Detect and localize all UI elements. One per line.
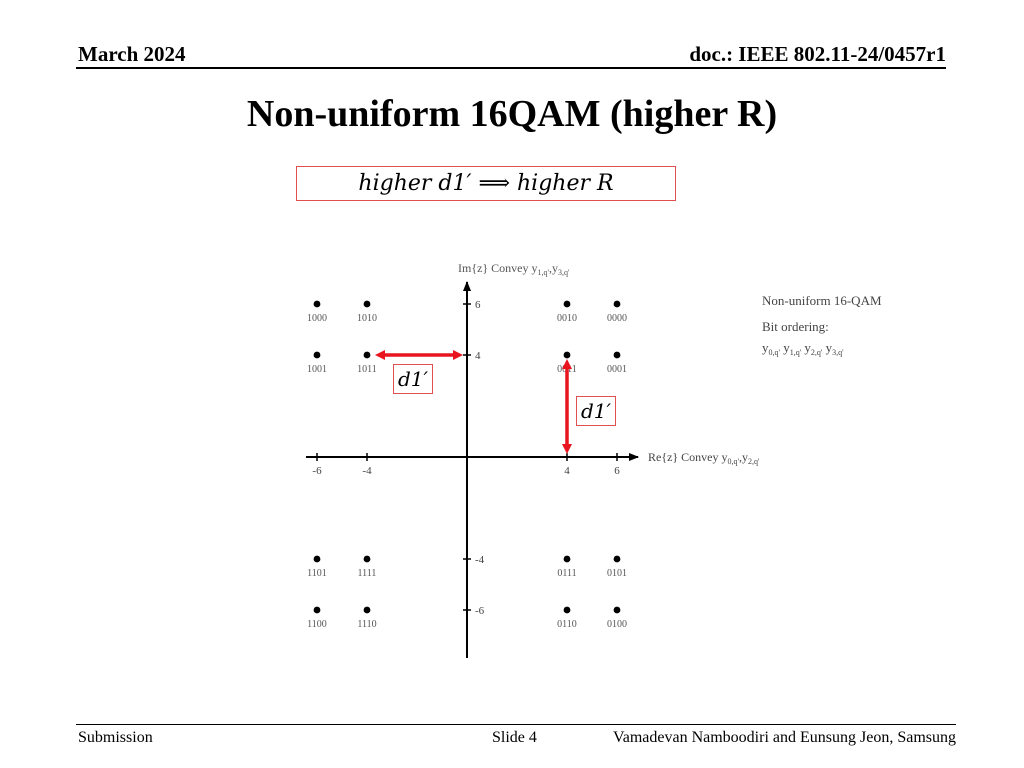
- constellation-point: [313, 606, 321, 614]
- constellation-point: [563, 351, 571, 359]
- constellation-point-label: 1111: [358, 568, 377, 579]
- constellation-point: [363, 555, 371, 563]
- constellation-point-label: 1101: [307, 568, 327, 579]
- y-tick-label: -4: [475, 554, 485, 566]
- d1-label-vertical: d1′: [576, 396, 617, 426]
- constellation-point: [363, 351, 371, 359]
- constellation-point-label: 1100: [307, 619, 327, 630]
- im-axis-label: Im{z} Convey y1,q',y3,q': [458, 261, 570, 277]
- constellation-point: [613, 300, 621, 308]
- constellation-point-label: 0101: [607, 568, 627, 579]
- constellation-point: [613, 606, 621, 614]
- constellation-point: [613, 555, 621, 563]
- constellation-point: [313, 351, 321, 359]
- re-axis-label: Re{z} Convey y0,q',y2,q': [648, 450, 760, 466]
- formula-text: higher d1′ ⟹ higher R: [358, 171, 614, 196]
- x-tick-label: -6: [312, 465, 322, 477]
- d1-label-text: d1′: [581, 399, 612, 423]
- x-tick-label: 4: [564, 465, 570, 477]
- constellation-point: [363, 300, 371, 308]
- constellation-point-label: 1110: [357, 619, 376, 630]
- formula-box: higher d1′ ⟹ higher R: [296, 166, 676, 201]
- footer-submission: Submission: [78, 729, 153, 746]
- constellation-point-label: 1000: [307, 313, 327, 324]
- constellation-point-label: 0111: [557, 568, 576, 579]
- d1-label-horizontal: d1′: [393, 364, 434, 394]
- constellation-point: [563, 300, 571, 308]
- constellation-point-label: 0110: [557, 619, 577, 630]
- legend-bits: y0,q' y1,q' y2,q' y3,q': [762, 340, 844, 357]
- constellation-point: [363, 606, 371, 614]
- constellation-point-label: 0001: [607, 364, 627, 375]
- y-tick-label: 6: [475, 299, 481, 311]
- footer-rule: [76, 724, 956, 725]
- header-rule: [76, 67, 946, 69]
- constellation-point-label: 0100: [607, 619, 627, 630]
- constellation-point: [313, 300, 321, 308]
- legend-title: Non-uniform 16-QAM: [762, 293, 882, 308]
- x-tick-label: 6: [614, 465, 620, 477]
- constellation-point-label: 0000: [607, 313, 627, 324]
- constellation-point-label: 1001: [307, 364, 327, 375]
- constellation-point-label: 1011: [357, 364, 377, 375]
- axis-ticks: -6 -4 4 6 6 4 -4 -6: [312, 299, 620, 617]
- header-doc-id: doc.: IEEE 802.11-24/0457r1: [689, 42, 946, 66]
- x-tick-label: -4: [362, 465, 372, 477]
- constellation-point: [313, 555, 321, 563]
- footer-slide-number: Slide 4: [492, 729, 537, 746]
- constellation-point: [563, 555, 571, 563]
- footer-authors: Vamadevan Namboodiri and Eunsung Jeon, S…: [612, 729, 956, 746]
- constellation-point-label: 1010: [357, 313, 377, 324]
- header-date: March 2024: [78, 42, 186, 66]
- d1-label-text: d1′: [398, 367, 429, 391]
- constellation-point: [563, 606, 571, 614]
- y-tick-label: -6: [475, 605, 485, 617]
- legend-bit-ordering: Bit ordering:: [762, 319, 829, 334]
- y-tick-label: 4: [475, 350, 481, 362]
- constellation-point: [613, 351, 621, 359]
- slide-title: Non-uniform 16QAM (higher R): [246, 93, 778, 135]
- constellation-point-label: 0010: [557, 313, 577, 324]
